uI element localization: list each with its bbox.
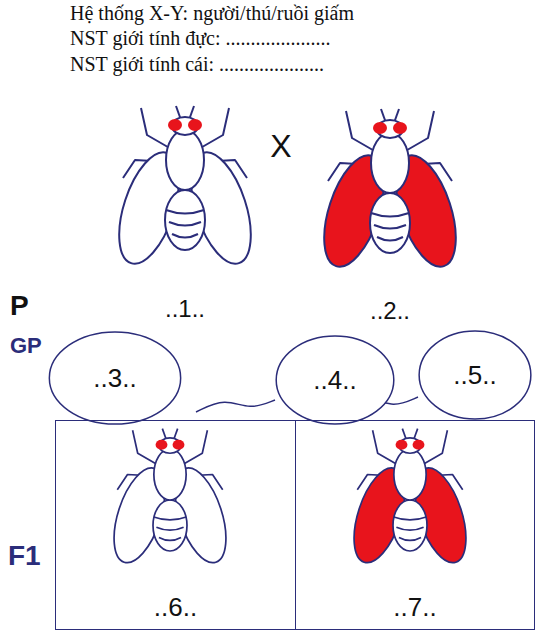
sperm-cell: ..5.. <box>418 330 532 420</box>
male-fly <box>107 106 262 271</box>
note-line: NST giới tính đực: ..................... <box>70 27 331 50</box>
sperm-cell: ..4.. <box>275 335 395 425</box>
callout-number: GP <box>10 333 42 359</box>
title: Hệ thống X-Y: người/thú/ruồi giấm <box>70 2 354 25</box>
callout-number: F1 <box>8 540 41 572</box>
egg-cell: ..3.. <box>48 331 182 425</box>
offspring-cell: ..7.. <box>295 420 535 630</box>
callout-number: ..7.. <box>393 592 436 623</box>
callout-number: P <box>10 290 29 322</box>
cross-sign: X <box>270 128 291 165</box>
callout-number: ..5.. <box>453 360 496 391</box>
callout-number: ..3.. <box>93 363 136 394</box>
sperm-tail <box>196 400 275 412</box>
callout-number: ..1.. <box>165 295 205 323</box>
note-line: NST giới tính cái: ..................... <box>70 53 324 76</box>
female-fly <box>344 429 476 569</box>
male-fly <box>104 429 236 569</box>
offspring-cell: ..6.. <box>55 420 296 630</box>
callout-number: ..6.. <box>154 592 197 623</box>
female-fly <box>312 109 467 274</box>
callout-number: ..4.. <box>313 365 356 396</box>
callout-number: ..2.. <box>370 297 410 325</box>
